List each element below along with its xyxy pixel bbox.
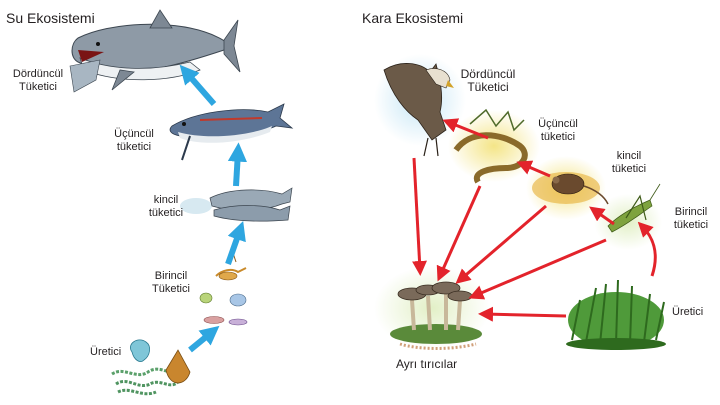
land-tertiary-consumer-label: Üçüncül tüketici [538, 118, 578, 143]
decomposers-label: Ayrı tırıcılar [396, 357, 458, 371]
land-arrows [412, 118, 657, 322]
land-arrow-eagle-to-decomposers [412, 157, 428, 276]
phytoplankton-illustration [111, 339, 191, 396]
water-arrows [179, 64, 248, 353]
water-primary-consumer-label: Birincil Tüketici [152, 270, 190, 295]
shark-illustration [69, 9, 241, 93]
grass-illustration [566, 279, 666, 350]
land-arrow-mouse-to-snake [516, 160, 551, 178]
land-primary-consumer-label: Birincil tüketici [673, 206, 709, 231]
eagle-illustration [383, 63, 454, 157]
mushroom-illustration [390, 281, 482, 350]
land-arrow-snake-to-decomposers [436, 185, 482, 282]
land-arrow-mouse-to-decomposers [455, 204, 547, 284]
land-arrow-grasshopper-to-mouse [589, 206, 615, 226]
mouse-illustration [532, 172, 609, 205]
land-secondary-consumer-label: kincil tüketici [611, 150, 647, 175]
tuna-illustration [169, 103, 294, 161]
water-arrow-producer-to-primary [188, 325, 220, 353]
zooplankton-illustration [199, 249, 248, 326]
water-arrow-secondary-to-tertiary [227, 142, 248, 187]
water-quaternary-consumer-label: Dördüncül Tüketici [12, 68, 64, 93]
grasshopper-illustration [607, 183, 661, 233]
land-arrow-grass-to-decomposers [478, 306, 567, 322]
land-producer-label: Üretici [672, 306, 704, 318]
land-arrow-grasshopper-to-decomposers [468, 238, 607, 300]
land-arrow-grass-to-grasshopper [637, 221, 657, 277]
land-quaternary-consumer-label: Dördüncül Tüketici [460, 67, 516, 94]
water-producer-label: Üretici [90, 346, 122, 358]
land-arrow-snake-to-eagle [442, 118, 489, 140]
water-ecosystem-title: Su Ekosistemi [6, 10, 95, 26]
water-secondary-consumer-label: kincil tüketici [148, 194, 184, 219]
small-fish-illustration [180, 187, 293, 222]
land-ecosystem-title: Kara Ekosistemi [362, 10, 464, 26]
water-arrow-tertiary-to-quaternary [179, 64, 217, 106]
water-arrow-primary-to-secondary [225, 220, 246, 265]
water-tertiary-consumer-label: Üçüncül tüketici [114, 128, 154, 153]
